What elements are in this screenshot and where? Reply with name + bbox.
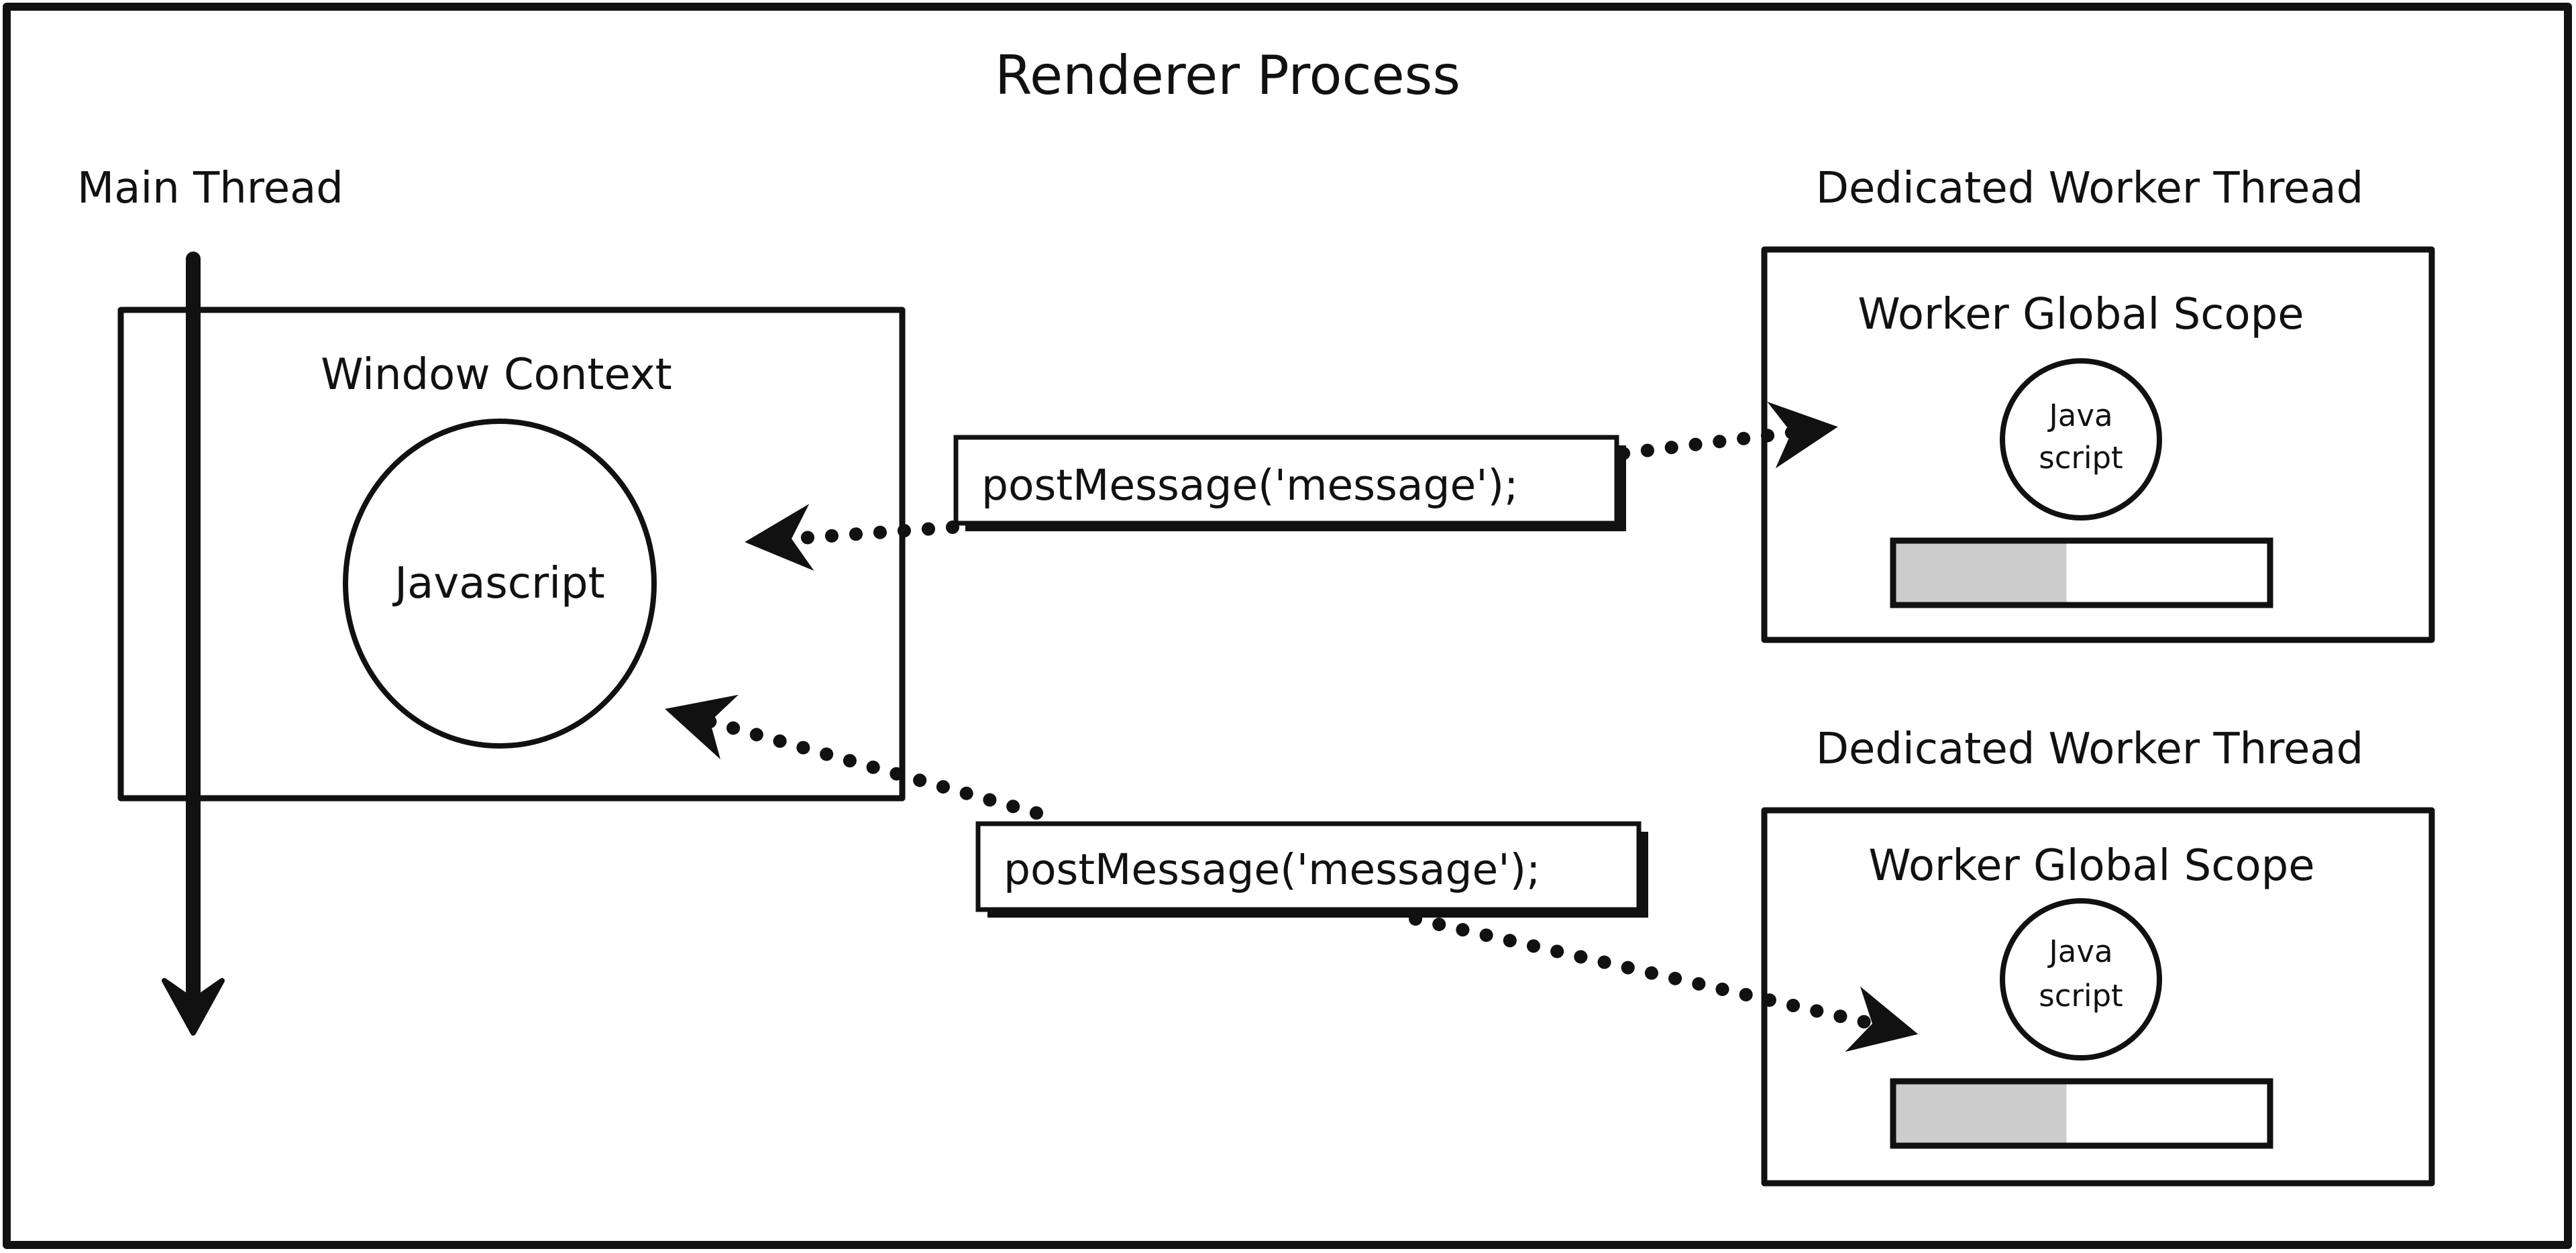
- javascript-label-worker-2-line1: Java: [2047, 934, 2112, 969]
- message-box-2: [975, 821, 1642, 912]
- arrow-message1-to-worker1: [1617, 402, 1838, 469]
- message-box-1: [953, 435, 1619, 526]
- worker-progress-bar-2: [1890, 1078, 2273, 1149]
- javascript-circle-worker-2: [2000, 898, 2162, 1060]
- javascript-label-worker-2-line2: script: [2039, 978, 2123, 1014]
- worker-scope-label-1: Worker Global Scope: [1858, 290, 2304, 339]
- worker-thread-label-1: Dedicated Worker Thread: [1816, 164, 2364, 213]
- process-title: Renderer Process: [995, 44, 1460, 107]
- window-context-box: [117, 307, 906, 802]
- worker-progress-bar-1: [1890, 537, 2273, 608]
- main-thread-arrowhead: [162, 978, 225, 1036]
- javascript-circle-main: [343, 419, 657, 749]
- message-label-1: postMessage('message');: [981, 461, 1518, 510]
- worker-thread-label-2: Dedicated Worker Thread: [1816, 724, 2364, 774]
- window-context-label: Window Context: [321, 350, 672, 400]
- arrow-message2-to-worker2: [1409, 912, 1919, 1052]
- javascript-label-main: Javascript: [392, 559, 605, 608]
- main-thread-label: Main Thread: [77, 164, 343, 213]
- worker-scope-box-1: [1761, 246, 2435, 643]
- message-label-2: postMessage('message');: [1004, 845, 1540, 894]
- arrow-message1-to-window: [745, 504, 959, 571]
- javascript-label-worker-1-line2: script: [2039, 440, 2123, 476]
- renderer-process-frame: [3, 3, 2572, 1249]
- worker-scope-label-2: Worker Global Scope: [1868, 841, 2314, 891]
- javascript-label-worker-1-line1: Java: [2047, 398, 2112, 433]
- javascript-circle-worker-1: [2000, 358, 2162, 521]
